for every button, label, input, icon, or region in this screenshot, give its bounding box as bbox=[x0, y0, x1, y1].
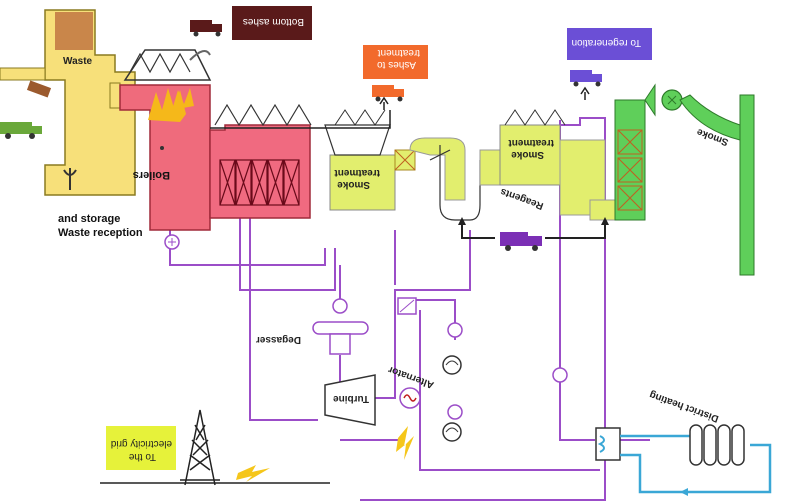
district-heating-label: District heating bbox=[648, 389, 720, 424]
smoke-treatment-2-line2: treatment bbox=[508, 137, 554, 148]
electricity-grid-output bbox=[106, 426, 176, 470]
electricity-grid-line2: electricity grid bbox=[111, 438, 172, 449]
heat-exchanger bbox=[209, 103, 312, 219]
truck-icon bbox=[372, 85, 404, 102]
catalyst-column bbox=[614, 83, 656, 221]
reagents-label: Reagents bbox=[499, 185, 545, 211]
flame-icon bbox=[148, 88, 194, 122]
smoke-treatment-2 bbox=[499, 109, 621, 221]
waste-bunker bbox=[0, 9, 136, 196]
boilers-label: Boilers bbox=[133, 169, 170, 181]
to-regeneration-output bbox=[567, 28, 652, 100]
truck-icon bbox=[190, 20, 222, 37]
turbine bbox=[324, 374, 376, 426]
truck-icon bbox=[0, 80, 52, 139]
condenser bbox=[397, 297, 417, 315]
ashes-to-treatment-line2: treatment bbox=[378, 47, 420, 58]
waste-label: Waste bbox=[63, 56, 93, 67]
pump-icon bbox=[442, 322, 568, 442]
degasser bbox=[312, 298, 369, 355]
ash-conveyor-line bbox=[210, 110, 391, 129]
waste-reception-label-line2: and storage bbox=[58, 213, 120, 225]
smoke-treatment-2-line1: Smoke bbox=[511, 149, 544, 160]
district-heating-loop bbox=[620, 434, 772, 494]
turbine-label: Turbine bbox=[333, 393, 369, 404]
alternator bbox=[399, 387, 421, 409]
transmission-tower-icon bbox=[180, 409, 220, 486]
smoke-stack bbox=[679, 94, 755, 276]
waste-reception-label-line1: Waste reception bbox=[58, 227, 143, 239]
truck-icon bbox=[570, 70, 602, 87]
boiler bbox=[119, 49, 212, 231]
lightning-icon bbox=[236, 426, 414, 482]
reagents-feed bbox=[461, 222, 606, 239]
bottom-ashes-label: Bottom ashes bbox=[243, 16, 304, 27]
truck-icon bbox=[500, 232, 542, 251]
radiator-icon bbox=[689, 424, 745, 466]
to-regeneration-label: To regeneration bbox=[572, 37, 642, 48]
flue-gas-duct-1 bbox=[409, 137, 506, 221]
ashes-to-treatment-output bbox=[363, 45, 428, 110]
fan-icon bbox=[661, 89, 683, 111]
smoke-treatment-1 bbox=[324, 109, 416, 211]
bottom-ashes-output bbox=[190, 6, 312, 40]
degasser-label: Degasser bbox=[256, 334, 301, 345]
electricity-grid-line1: To the bbox=[128, 451, 156, 462]
district-heating-exchanger bbox=[595, 427, 621, 461]
smoke-treatment-1-line2: treatment bbox=[334, 167, 380, 178]
smoke-treatment-1-line1: Smoke bbox=[337, 179, 370, 190]
pump-icon bbox=[164, 234, 180, 250]
ashes-to-treatment-line1: Ashes to bbox=[377, 59, 416, 70]
